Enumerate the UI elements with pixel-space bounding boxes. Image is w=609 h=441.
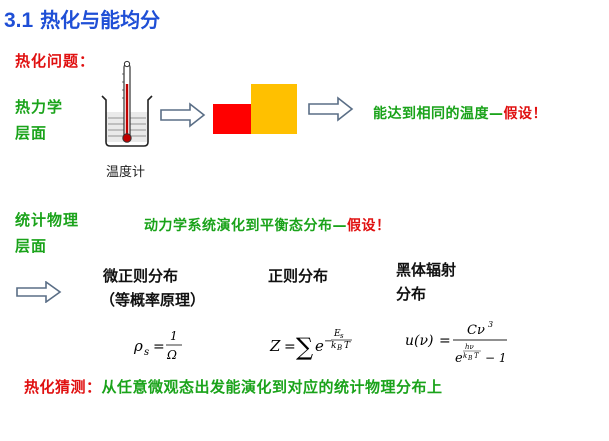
exp-num-sub: s bbox=[340, 332, 344, 340]
formula-denominator: Ω bbox=[166, 348, 177, 362]
numerator-sup: 3 bbox=[488, 320, 493, 329]
red-body-square bbox=[213, 104, 251, 134]
formula-numerator: 1 bbox=[170, 329, 178, 343]
thermometer-label: 温度计 bbox=[106, 165, 146, 180]
assumption-emphasis: 假设！ bbox=[347, 218, 391, 234]
blackbody-title-line1: 黑体辐射 bbox=[396, 261, 457, 279]
beaker-thermometer-icon bbox=[101, 60, 153, 147]
thermalization-question-label: 热化问题： bbox=[15, 52, 96, 70]
thermo-conclusion-text: 能达到相同的温度—假设！ bbox=[373, 106, 547, 122]
sum-symbol: ∑ bbox=[296, 333, 313, 361]
canonical-formula: Z = ∑ e − E s k B T bbox=[269, 329, 352, 361]
formula-lhs: u(ν) bbox=[405, 333, 433, 349]
blackbody-formula: u(ν) = Cν 3 e hν k B T − 1 bbox=[405, 320, 507, 366]
thermo-level-line1: 热力学 bbox=[15, 98, 64, 116]
stat-level-line1: 统计物理 bbox=[15, 211, 80, 229]
den-exp-den-sub: B bbox=[467, 355, 473, 362]
den-exp-num: hν bbox=[465, 343, 475, 351]
thermo-level-line2: 层面 bbox=[15, 124, 48, 142]
page-title: 3.1 热化与能均分 bbox=[4, 4, 160, 33]
exp-den-T: T bbox=[344, 341, 351, 351]
blackbody-title-line2: 分布 bbox=[396, 285, 427, 303]
yellow-body-square bbox=[251, 84, 297, 134]
guess-prefix: 热化猜测： bbox=[24, 378, 102, 396]
arrow-right-icon bbox=[160, 102, 206, 128]
section-title: 热化与能均分 bbox=[40, 8, 161, 32]
microcanonical-title: 微正则分布 bbox=[103, 267, 179, 285]
formula-eq: = bbox=[284, 339, 296, 355]
exp-base: e bbox=[315, 337, 324, 355]
canonical-title: 正则分布 bbox=[268, 267, 329, 285]
assumption-emphasis: 假设！ bbox=[503, 106, 547, 122]
arrow-right-icon bbox=[308, 96, 354, 122]
formula-numerator: Cν bbox=[467, 323, 485, 338]
den-exp-den-T: T bbox=[474, 352, 480, 360]
den-exp-den: k bbox=[463, 352, 467, 360]
thermalization-guess: 热化猜测：从任意微观态出发能演化到对应的统计物理分布上 bbox=[24, 376, 443, 397]
microcanonical-formula: ρ s = 1 Ω bbox=[133, 329, 182, 362]
den-base: e bbox=[455, 351, 463, 366]
formula-lhs-sub: s bbox=[144, 347, 149, 358]
formula-eq: = bbox=[153, 339, 165, 355]
arrow-right-icon bbox=[16, 281, 62, 303]
exp-den: k bbox=[331, 341, 336, 351]
section-number: 3.1 bbox=[4, 9, 34, 32]
exp-den-sub: B bbox=[336, 344, 342, 352]
formula-lhs: ρ bbox=[133, 337, 143, 355]
microcanonical-subtitle: （等概率原理） bbox=[100, 291, 206, 309]
thermo-conclusion: 能达到相同的温度—假设！ bbox=[373, 103, 547, 123]
guess-body: 从任意微观态出发能演化到对应的统计物理分布上 bbox=[101, 378, 443, 396]
formula-eq: = bbox=[439, 333, 451, 349]
den-tail: − 1 bbox=[485, 351, 507, 365]
exp-num: E bbox=[333, 329, 341, 339]
exp-sign: − bbox=[324, 336, 332, 347]
stat-level-line2: 层面 bbox=[15, 237, 48, 255]
formula-lhs: Z bbox=[269, 337, 281, 355]
dynamics-statement: 动力学系统演化到平衡态分布—假设！ bbox=[144, 218, 391, 234]
